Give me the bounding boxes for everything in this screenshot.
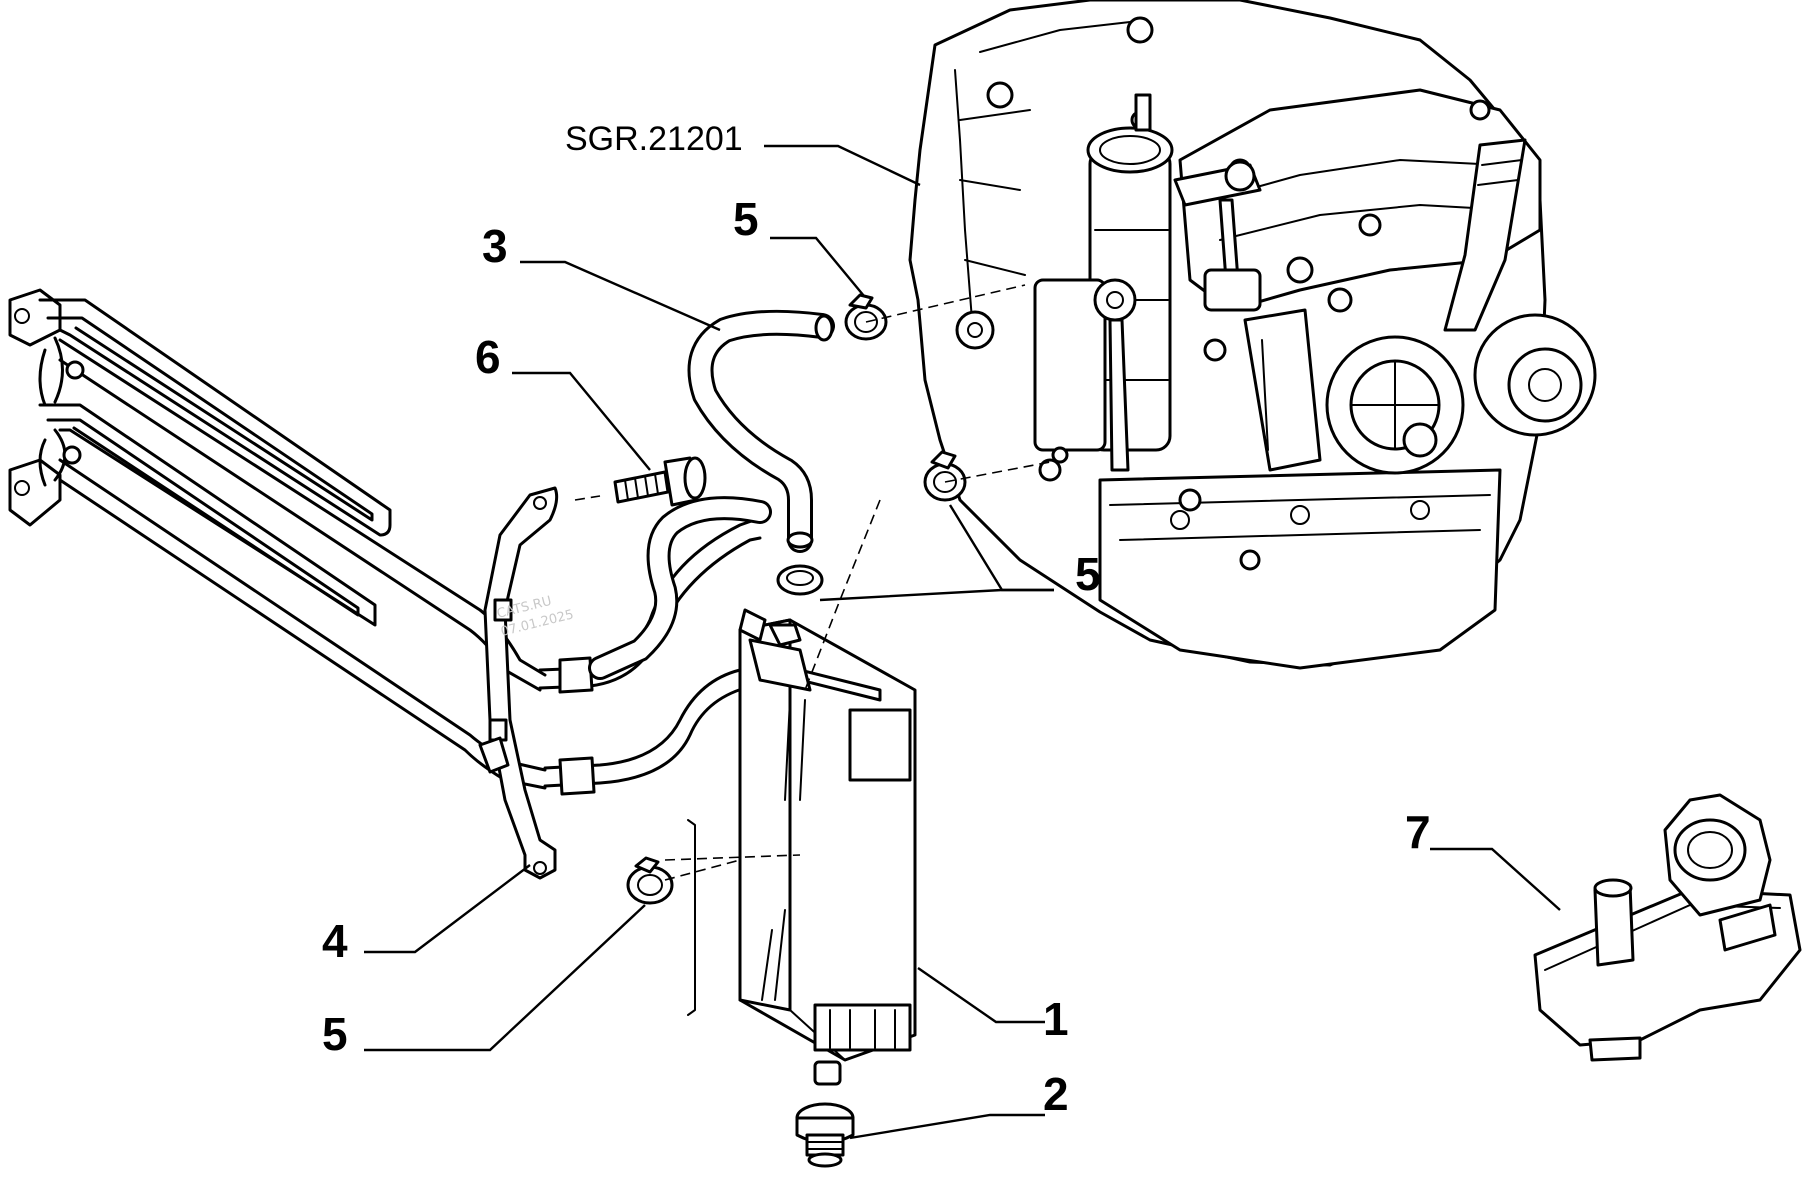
clamp-hose-end <box>776 564 824 596</box>
callout-5-bottom: 5 <box>322 1008 348 1060</box>
sensor-part-7 <box>1533 793 1802 1062</box>
oil-cooler <box>8 288 547 790</box>
callout-3: 3 <box>482 220 508 272</box>
engine-assembly <box>908 0 1597 670</box>
clamp-upper <box>844 293 888 341</box>
reservoir-part-1 <box>738 608 917 1086</box>
callout-2: 2 <box>1043 1068 1069 1120</box>
reference-label: SGR.21201 <box>565 120 743 158</box>
callout-5-top: 5 <box>733 193 759 245</box>
callout-7: 7 <box>1405 806 1431 858</box>
alignment-lines <box>574 284 1051 1016</box>
callout-6: 6 <box>475 331 501 383</box>
leader-lines <box>364 144 1561 1140</box>
callout-5-right: 5 <box>1075 548 1101 600</box>
plug-part-2 <box>795 1102 855 1168</box>
callout-4: 4 <box>322 915 348 967</box>
bracket-part-4 <box>483 486 559 880</box>
clamp-lower <box>626 856 674 905</box>
hose-part-3 <box>687 309 835 553</box>
bolt-part-6 <box>613 456 707 507</box>
lower-hose <box>588 496 772 680</box>
callout-1: 1 <box>1043 993 1069 1045</box>
